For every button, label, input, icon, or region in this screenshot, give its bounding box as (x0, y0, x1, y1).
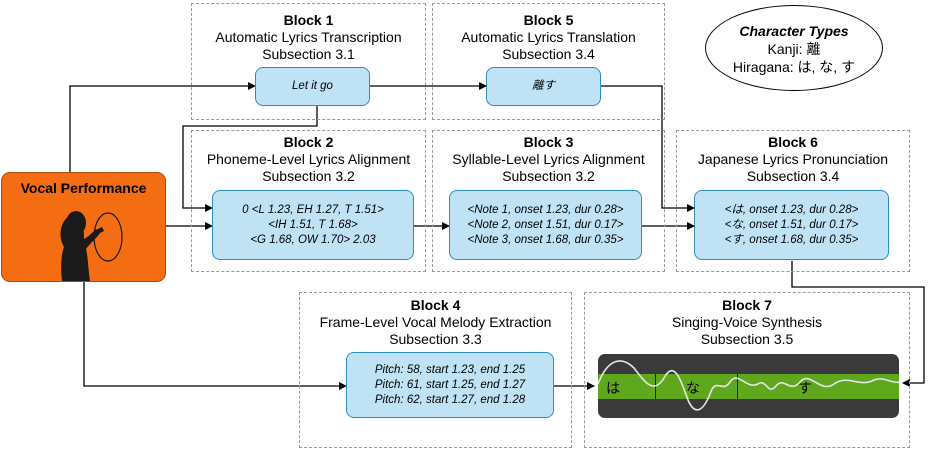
block-2-section: Subsection 3.2 (262, 168, 355, 184)
block-4-line-2: Pitch: 61, start 1.25, end 1.27 (374, 378, 526, 391)
block-5: Block 5 Automatic Lyrics Translation Sub… (432, 3, 665, 120)
pitch-curve (598, 360, 899, 411)
block-3: Block 3 Syllable-Level Lyrics Alignment … (432, 130, 665, 272)
block-7-name: Singing-Voice Synthesis (671, 314, 823, 330)
block-7: Block 7 Singing-Voice Synthesis Subsecti… (584, 292, 910, 448)
block-4-name: Frame-Level Vocal Melody Extraction (319, 314, 552, 330)
character-types-legend: Character Types Kanji: 離 Hiragana: は, な,… (705, 5, 883, 91)
syllable-1: は (606, 380, 620, 396)
block-5-title: Block 5 (523, 12, 574, 28)
block-6-section: Subsection 3.4 (746, 168, 840, 184)
block-3-section: Subsection 3.2 (502, 168, 595, 184)
block-4-title: Block 4 (410, 297, 461, 313)
block-1-title: Block 1 (283, 12, 334, 28)
legend-kanji: Kanji: 離 (767, 41, 821, 57)
syllable-2: な (686, 380, 700, 396)
block-7-title: Block 7 (722, 297, 772, 313)
legend-hiragana: Hiragana: は, な, す (732, 59, 856, 75)
block-1: Block 1 Automatic Lyrics Transcription S… (191, 3, 426, 120)
block-3-line-2: <Note 2, onset 1.51, dur 0.17> (467, 218, 624, 231)
arrow-vocal-to-block4 (83, 282, 347, 390)
block-2-title: Block 2 (283, 134, 334, 150)
block-1-output: Let it go (255, 67, 370, 106)
block-2-line-1: 0 <L 1.23, EH 1.27, T 1.51> (242, 203, 384, 216)
block-6-line-3: <す, onset 1.68, dur 0.35> (724, 233, 859, 246)
block-4-output: Pitch: 58, start 1.23, end 1.25 Pitch: 6… (346, 352, 554, 418)
block-3-output: <Note 1, onset 1.23, dur 0.28> <Note 2, … (449, 190, 642, 260)
block-4-line-3: Pitch: 62, start 1.27, end 1.28 (374, 393, 526, 406)
block-3-title: Block 3 (523, 134, 574, 150)
syllable-3: す (798, 380, 812, 396)
arrow-block6-to-block7 (791, 261, 925, 387)
syllable-bar-1: は (598, 374, 656, 399)
block-6-output: <は, onset 1.23, dur 0.28> <な, onset 1.51… (694, 190, 889, 260)
block-5-output: 離す (486, 67, 601, 106)
block-3-name: Syllable-Level Lyrics Alignment (452, 151, 645, 167)
singer-silhouette-icon (60, 211, 123, 281)
block-2-name: Phoneme-Level Lyrics Alignment (206, 151, 411, 167)
block-2-line-3: <G 1.68, OW 1.70> 2.03 (250, 233, 376, 246)
block-6: Block 6 Japanese Lyrics Pronunciation Su… (676, 130, 910, 272)
arrow-vocal-to-block1 (69, 82, 256, 172)
legend-title: Character Types (739, 23, 849, 39)
block-6-line-2: <な, onset 1.51, dur 0.17> (724, 218, 859, 231)
vocal-performance-node: Vocal Performance (1, 172, 166, 282)
block-6-line-1: <は, onset 1.23, dur 0.28> (724, 203, 859, 216)
block-4-section: Subsection 3.3 (389, 331, 482, 347)
block-4: Block 4 Frame-Level Vocal Melody Extract… (299, 292, 572, 448)
block-7-section: Subsection 3.5 (700, 331, 794, 347)
block-1-section: Subsection 3.1 (262, 46, 355, 62)
block-5-name: Automatic Lyrics Translation (461, 29, 636, 45)
block-4-line-1: Pitch: 58, start 1.23, end 1.25 (374, 363, 526, 376)
block-2-output: 0 <L 1.23, EH 1.27, T 1.51> <IH 1.51, T … (212, 190, 414, 260)
block-6-name: Japanese Lyrics Pronunciation (697, 151, 889, 167)
syllable-bar-3: す (738, 374, 899, 399)
synthesis-panel: は な す (598, 354, 899, 418)
block-1-name: Automatic Lyrics Transcription (215, 29, 402, 45)
block-2-line-2: <IH 1.51, T 1.68> (268, 218, 358, 231)
block-5-output-line: 離す (532, 80, 555, 92)
block-1-output-line: Let it go (292, 80, 333, 92)
vocal-performance-title: Vocal Performance (20, 180, 147, 196)
block-6-title: Block 6 (768, 134, 818, 150)
block-3-line-3: <Note 3, onset 1.68, dur 0.35> (467, 233, 624, 246)
block-3-line-1: <Note 1, onset 1.23, dur 0.28> (467, 203, 624, 216)
arrow-block5-to-block6 (600, 85, 695, 212)
block-2: Block 2 Phoneme-Level Lyrics Alignment S… (191, 130, 426, 272)
block-5-section: Subsection 3.4 (502, 46, 595, 62)
